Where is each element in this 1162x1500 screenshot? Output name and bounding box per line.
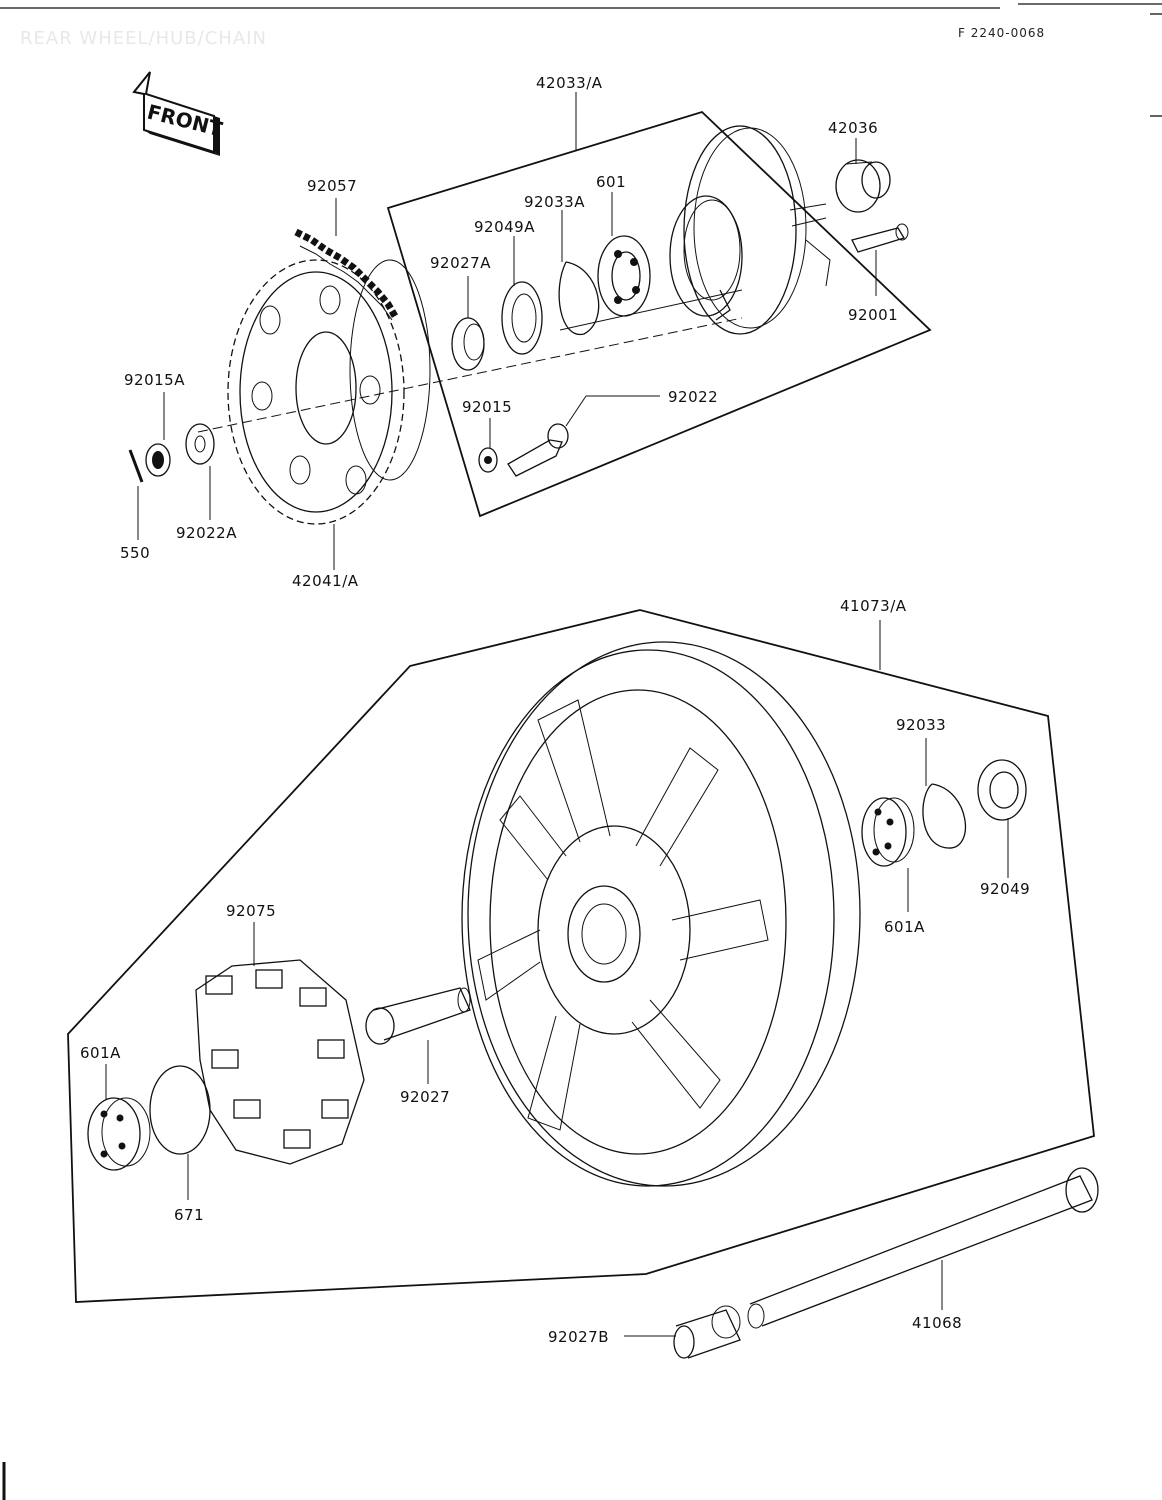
bolt-92001 — [851, 223, 909, 253]
label-41068: 41068 — [912, 1314, 962, 1332]
rear-sprocket — [227, 259, 431, 525]
label-92075: 92075 — [226, 902, 276, 920]
label-601A-left: 601A — [80, 1044, 121, 1062]
label-92001: 92001 — [848, 306, 898, 324]
label-92049A: 92049A — [474, 218, 535, 236]
drive-chain — [294, 228, 400, 321]
washer-92022A — [185, 423, 215, 465]
label-92022A: 92022A — [176, 524, 237, 542]
circlip-92033 — [922, 783, 967, 849]
wheel-assembly-frame — [67, 609, 1095, 1303]
label-42041A: 42041/A — [292, 572, 359, 590]
collar-92027B — [673, 1305, 741, 1359]
label-92027A: 92027A — [430, 254, 491, 272]
collar-92027A — [451, 317, 485, 371]
label-550: 550 — [120, 544, 150, 562]
label-671: 671 — [174, 1206, 204, 1224]
label-92022: 92022 — [668, 388, 718, 406]
bearing-601 — [597, 235, 651, 317]
rear-wheel — [461, 641, 861, 1187]
oil-seal-92049A — [501, 281, 543, 355]
label-42036: 42036 — [828, 119, 878, 137]
sprocket-coupling — [669, 125, 831, 335]
label-92027B: 92027B — [548, 1328, 609, 1346]
bearing-601A-right — [861, 797, 915, 867]
collar-42036 — [835, 159, 891, 213]
label-92015A: 92015A — [124, 371, 185, 389]
collar-92027 — [365, 987, 471, 1045]
label-92015: 92015 — [462, 398, 512, 416]
bearing-601A-left — [87, 1097, 151, 1171]
nut-92015A — [145, 443, 171, 477]
nut-92015 — [478, 447, 498, 473]
label-42033A: 42033/A — [536, 74, 603, 92]
front-arrow-icon: FRONT — [132, 71, 225, 156]
reference-code: F 2240-0068 — [958, 26, 1045, 40]
label-92027: 92027 — [400, 1088, 450, 1106]
label-92049: 92049 — [980, 880, 1030, 898]
label-601A-right: 601A — [884, 918, 925, 936]
oil-seal-92049 — [977, 759, 1027, 821]
label-92057: 92057 — [307, 177, 357, 195]
axle-41068 — [747, 1167, 1099, 1329]
hub-assembly-frame — [386, 110, 932, 518]
stud-92022 — [507, 423, 569, 477]
cotter-pin-550 — [128, 449, 144, 483]
label-92033: 92033 — [896, 716, 946, 734]
o-ring-671 — [149, 1065, 211, 1155]
circlip-92033A — [558, 261, 600, 335]
hub-damper-92075 — [195, 959, 365, 1165]
label-601: 601 — [596, 173, 626, 191]
section-title: REAR WHEEL/HUB/CHAIN — [20, 28, 267, 49]
label-92033A: 92033A — [524, 193, 585, 211]
label-41073A: 41073/A — [840, 597, 907, 615]
